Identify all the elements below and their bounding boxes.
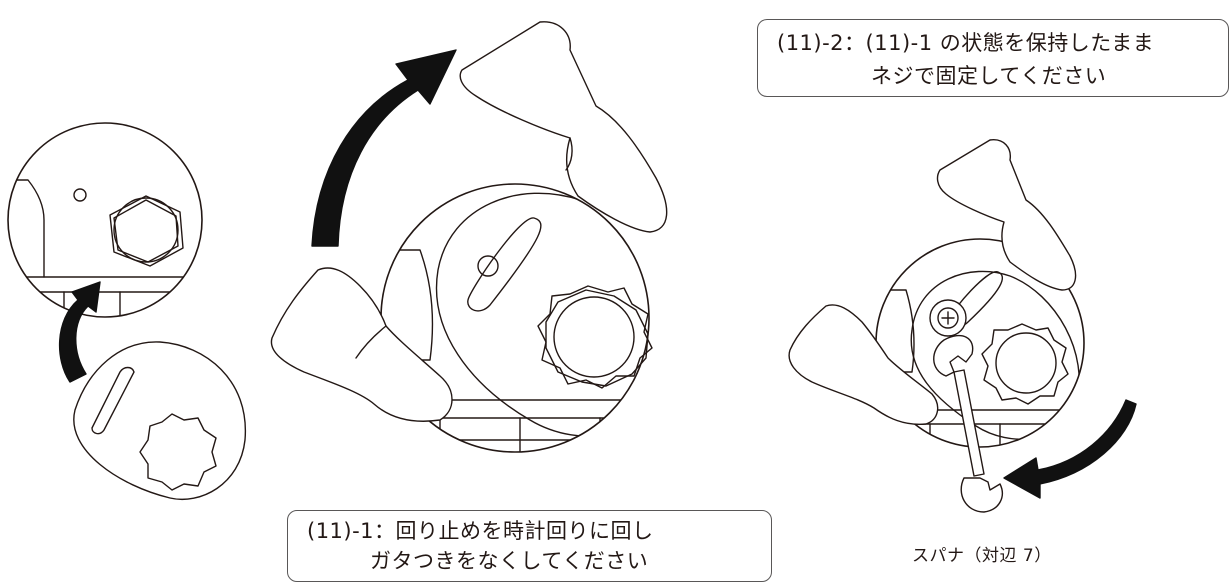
hand-icon (788, 304, 939, 425)
stopper-plate (73, 341, 246, 500)
hand-icon (270, 267, 453, 422)
curved-arrow-icon (59, 281, 101, 383)
gear-icon (139, 413, 217, 491)
gear-icon (981, 323, 1069, 405)
screw-icon (929, 299, 967, 337)
curved-arrow-icon (311, 49, 457, 247)
hand-icon (936, 139, 1077, 291)
instruction-callout-11-1: (11)-1：回り止めを時計回りに回し ガタつきをなくしてください (287, 510, 772, 582)
callout-line: ネジで固定してください (871, 64, 1107, 88)
wrench-label: スパナ（対辺 7） (912, 546, 1052, 566)
hand-icon (459, 21, 668, 233)
callout-line: (11)-2：(11)-1 の状態を保持したまま (777, 31, 1155, 55)
hex-nut-icon (109, 195, 184, 267)
curved-arrow-icon (1003, 399, 1137, 499)
callout-line: (11)-1：回り止めを時計回りに回し (307, 519, 654, 543)
gear-icon (537, 285, 653, 389)
callout-line: ガタつきをなくしてください (370, 549, 649, 573)
wrench-icon (933, 335, 1003, 513)
instruction-callout-11-2: (11)-2：(11)-1 の状態を保持したまま ネジで固定してください (757, 19, 1229, 97)
detail-circle-left (7, 122, 203, 318)
